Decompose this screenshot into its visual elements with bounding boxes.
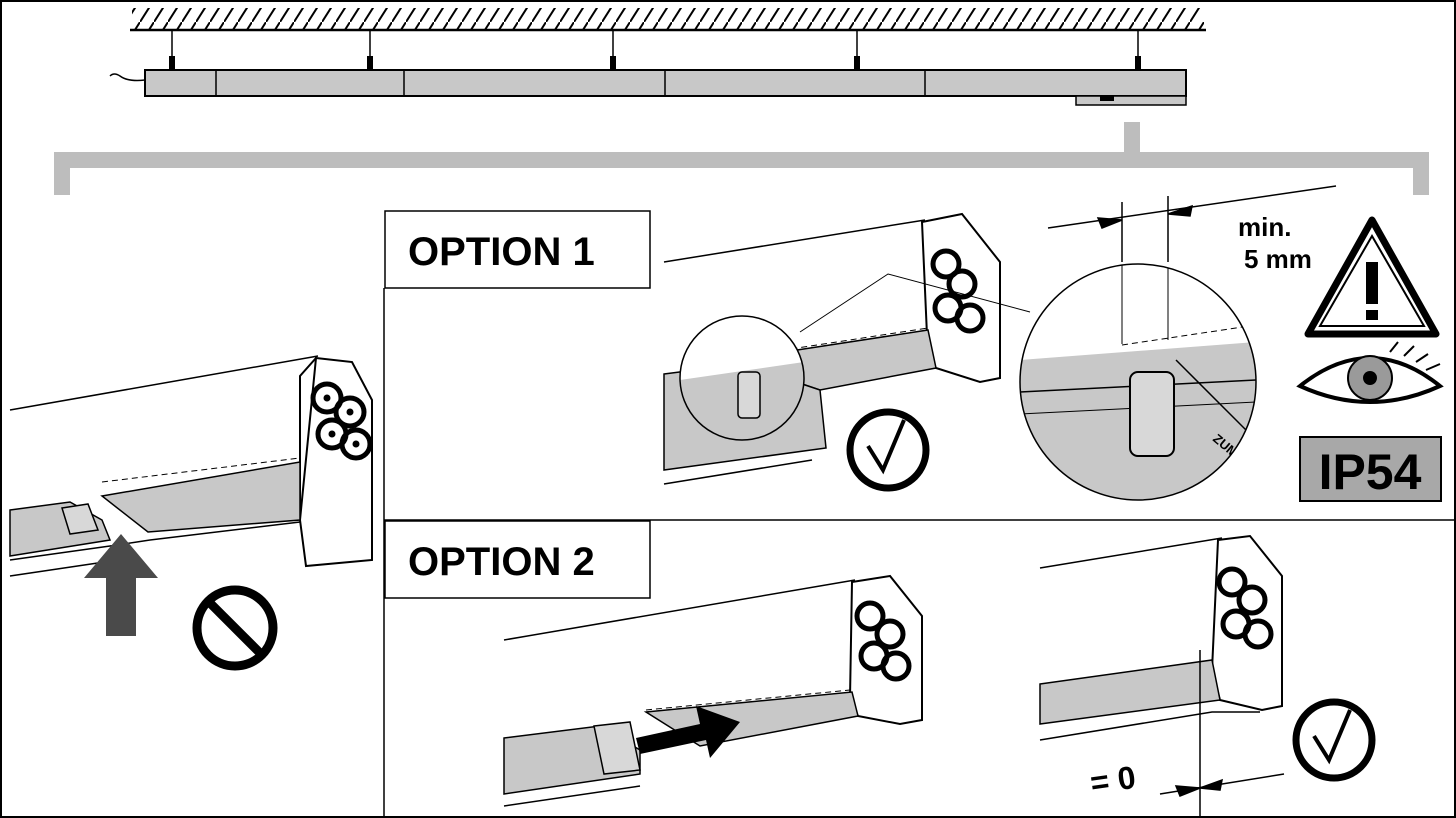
detail-bracket	[54, 122, 1429, 195]
wrong-method-panel	[9, 355, 373, 671]
gear-connector	[1100, 96, 1114, 101]
option-1-label-box	[384, 210, 651, 289]
suspension-clamps	[169, 56, 1141, 70]
cover-panel	[100, 461, 301, 533]
option-2b-end-cap-holes	[1216, 566, 1274, 650]
ceiling-overview	[109, 8, 1206, 106]
option-1-end-cap-holes	[930, 248, 986, 334]
checkmark-circle-icon	[846, 408, 930, 492]
min-gap-label-line1: min.	[1238, 212, 1291, 242]
end-cap-holes	[310, 381, 373, 461]
section-dividers	[383, 288, 1456, 818]
option-2-label: OPTION 2	[408, 540, 595, 584]
min-gap-label-line2: 5 mm	[1244, 244, 1312, 274]
min-gap-dimension	[1047, 185, 1337, 262]
zoom-leaders	[799, 273, 1031, 333]
trunking-joints	[215, 70, 926, 96]
option-1-detail-circle	[679, 315, 805, 441]
zero-gap-dimension	[1159, 650, 1285, 816]
ceiling-hatch	[132, 8, 1204, 30]
slide-arrow	[636, 706, 740, 758]
prohibited-icon	[192, 585, 278, 671]
option-2-end-cap-holes	[854, 600, 912, 682]
option-2-label-box	[384, 520, 651, 599]
option-1-panel: OPTION 1	[384, 185, 1444, 502]
end-gear-module	[1075, 95, 1187, 106]
option-2b-rail	[1039, 659, 1221, 725]
suspension-wires	[171, 30, 1139, 64]
ip-rating-badge	[1299, 436, 1442, 502]
zero-gap-label: = 0	[1088, 759, 1138, 801]
option-1-label: OPTION 1	[408, 230, 595, 274]
eye-icon	[1296, 341, 1444, 404]
push-up-arrow	[84, 534, 158, 636]
option-1-zoom-circle	[1019, 263, 1257, 501]
option-2-panel: OPTION 2	[384, 520, 1376, 816]
option-2-checkmark-circle-icon	[1292, 698, 1376, 782]
ip-rating-label: IP54	[1319, 444, 1422, 500]
power-cable	[109, 73, 146, 82]
warning-triangle-icon	[1304, 216, 1440, 338]
